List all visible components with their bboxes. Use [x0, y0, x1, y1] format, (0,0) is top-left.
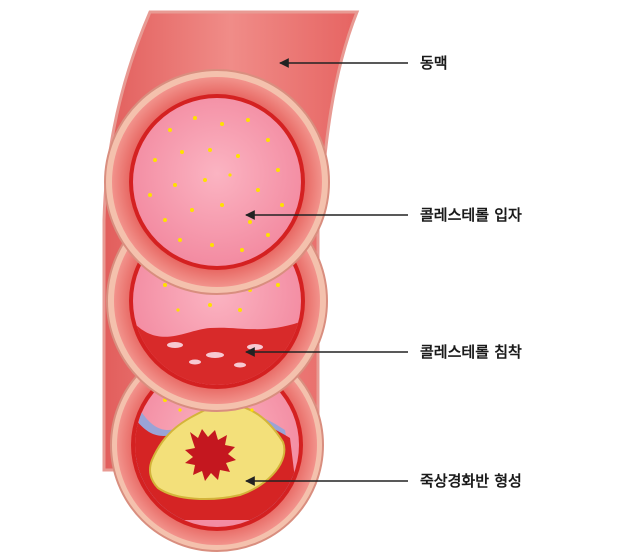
ring1-lumen — [133, 98, 301, 266]
label-cholesterol-deposit: 콜레스테롤 침착 — [420, 343, 522, 361]
ring2-deposit-flecks — [167, 342, 263, 368]
leader-lines — [245, 58, 408, 486]
particles-cross-section — [104, 69, 330, 295]
ring3-plaque-core — [185, 429, 236, 481]
label-cholesterol-particles: 콜레스테롤 입자 — [420, 206, 522, 224]
label-artery: 동맥 — [420, 54, 448, 72]
label-plaque-formation: 죽상경화반 형성 — [420, 472, 522, 490]
ring1-particles — [148, 116, 284, 252]
